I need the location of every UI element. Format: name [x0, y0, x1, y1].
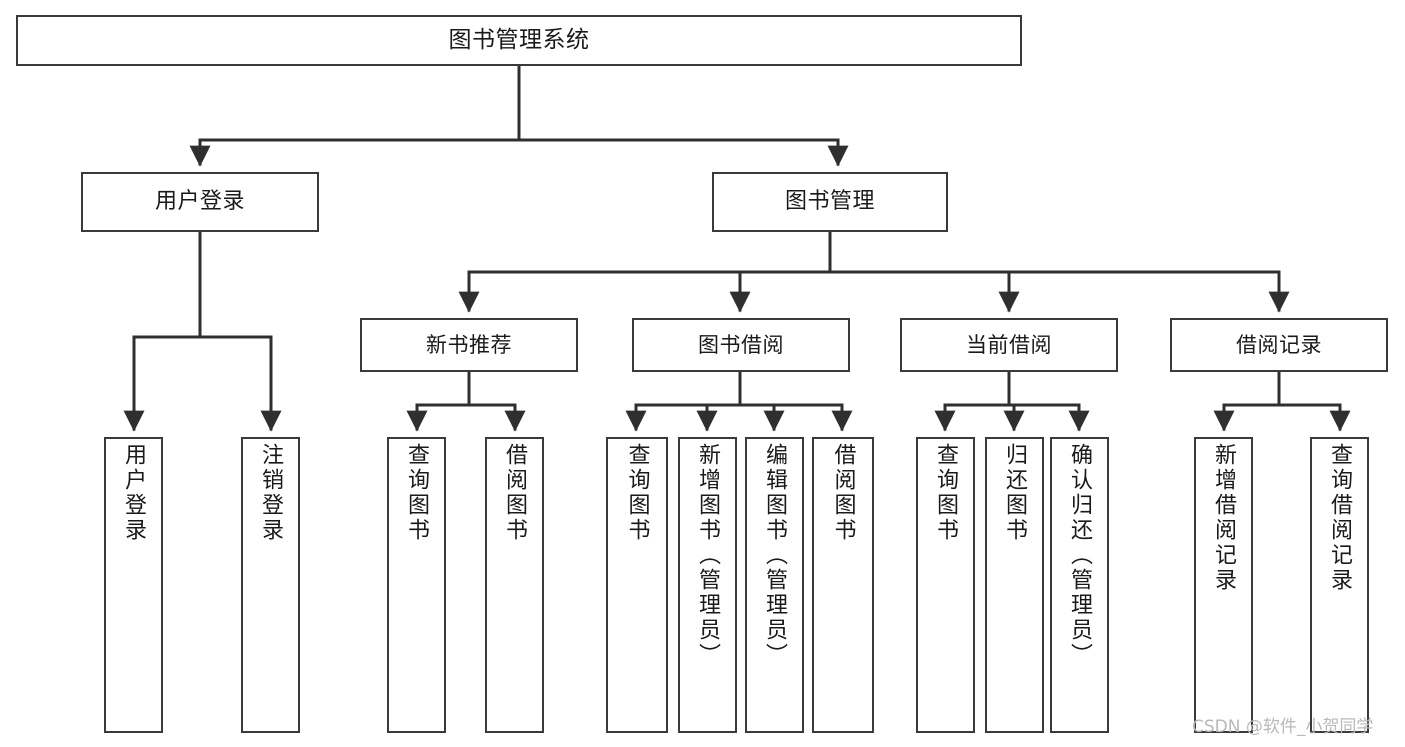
leaf-user-logout[interactable]: 注销登录 [241, 437, 300, 733]
leaf-label-query-book-3: 查询图书 [933, 443, 959, 543]
leaf-user-login[interactable]: 用户登录 [104, 437, 163, 733]
node-label-borrow-record: 借阅记录 [1236, 332, 1322, 357]
leaf-edit-book-admin[interactable]: 编辑图书（管理员） [745, 437, 804, 733]
leaf-label-user-login: 用户登录 [121, 443, 147, 543]
node-label-book-manage: 图书管理 [784, 189, 875, 215]
node-label-new-book-recommend: 新书推荐 [426, 332, 512, 357]
leaf-add-book-admin[interactable]: 新增图书（管理员） [678, 437, 737, 733]
leaf-label-borrow-book-2: 借阅图书 [830, 443, 856, 543]
leaf-label-user-logout: 注销登录 [258, 443, 284, 543]
node-user-login[interactable]: 用户登录 [81, 172, 319, 232]
node-label-current-borrow: 当前借阅 [966, 332, 1052, 357]
leaf-label-add-book: 新增图书（管理员） [695, 443, 721, 668]
leaf-label-query-book-1: 查询图书 [404, 443, 430, 543]
node-borrow-record[interactable]: 借阅记录 [1170, 318, 1388, 372]
node-book-borrow[interactable]: 图书借阅 [632, 318, 850, 372]
node-label-book-borrow: 图书借阅 [698, 332, 784, 357]
leaf-label-edit-book: 编辑图书（管理员） [762, 443, 788, 668]
leaf-label-confirm-return: 确认归还（管理员） [1067, 443, 1093, 668]
leaf-label-borrow-book-1: 借阅图书 [502, 443, 528, 543]
leaf-return-book[interactable]: 归还图书 [985, 437, 1044, 733]
leaf-label-return-book: 归还图书 [1002, 443, 1028, 543]
leaf-query-book-recommend[interactable]: 查询图书 [387, 437, 446, 733]
leaf-label-add-record: 新增借阅记录 [1211, 443, 1237, 593]
csdn-watermark: CSDN @软件_小贺同学 [1192, 717, 1374, 737]
leaf-borrow-book-borrow[interactable]: 借阅图书 [812, 437, 874, 733]
node-book-manage[interactable]: 图书管理 [712, 172, 948, 232]
leaf-query-book-current[interactable]: 查询图书 [916, 437, 975, 733]
leaf-confirm-return-admin[interactable]: 确认归还（管理员） [1050, 437, 1109, 733]
leaf-query-borrow-record[interactable]: 查询借阅记录 [1310, 437, 1369, 733]
leaf-borrow-book-recommend[interactable]: 借阅图书 [485, 437, 544, 733]
node-current-borrow[interactable]: 当前借阅 [900, 318, 1118, 372]
node-label-root: 图书管理系统 [448, 26, 590, 53]
node-root-system[interactable]: 图书管理系统 [16, 15, 1022, 66]
node-label-user-login: 用户登录 [154, 189, 245, 215]
node-new-book-recommend[interactable]: 新书推荐 [360, 318, 578, 372]
leaf-label-query-book-2: 查询图书 [624, 443, 650, 543]
leaf-add-borrow-record[interactable]: 新增借阅记录 [1194, 437, 1253, 733]
leaf-label-query-record: 查询借阅记录 [1327, 443, 1353, 593]
leaf-query-book-borrow[interactable]: 查询图书 [606, 437, 668, 733]
